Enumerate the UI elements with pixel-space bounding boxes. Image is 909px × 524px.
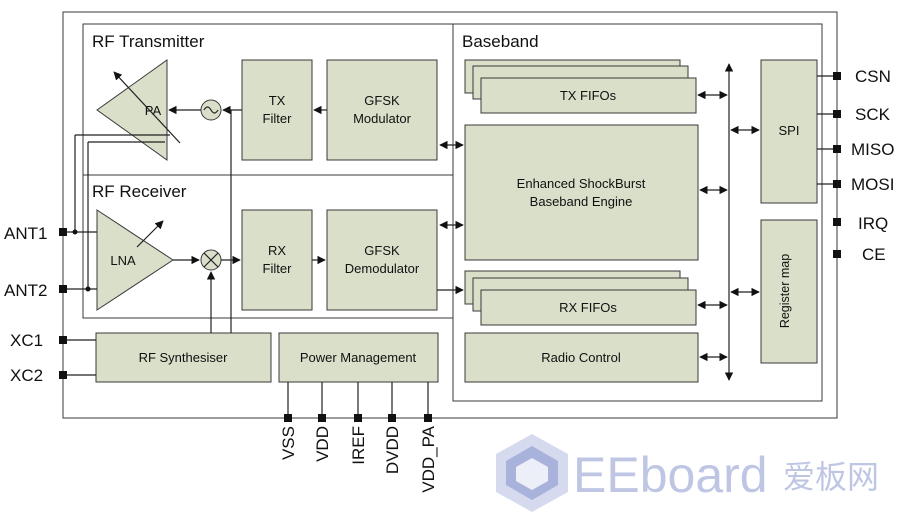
register-map-label: Register map: [778, 254, 792, 328]
pin-ant1: ANT1: [4, 224, 47, 243]
rx-fifos-block: [480, 289, 697, 326]
gfsk-demodulator-block: [326, 209, 438, 311]
lna-label: LNA: [110, 253, 136, 268]
rx-filter-block: [241, 209, 313, 311]
power-management-block: [278, 332, 439, 383]
tx-fifos-block: [480, 77, 697, 114]
pa-label: PA: [145, 103, 162, 118]
pin-markers: [59, 72, 841, 422]
chip-outline: [62, 11, 838, 419]
lna-adjust-arrow: [136, 220, 164, 248]
pin-iref: IREF: [349, 426, 368, 465]
spi-label: SPI: [779, 123, 800, 138]
rx-filter-label-1: RX: [268, 243, 286, 258]
lna-amplifier: [96, 209, 174, 311]
baseband-frame: [452, 23, 823, 402]
gfsk-modulator-label-2: Modulator: [353, 111, 411, 126]
gfsk-modulator-label-1: GFSK: [364, 93, 400, 108]
pin-sck: SCK: [855, 105, 891, 124]
spi-block: [760, 59, 818, 204]
pin-ce: CE: [862, 245, 886, 264]
multiply-icon: [203, 252, 219, 268]
engine-label-1: Enhanced ShockBurst: [517, 176, 646, 191]
pin-vdd-pa: VDD_PA: [419, 425, 438, 492]
oscillator-icon: [203, 106, 219, 114]
pin-mosi: MOSI: [851, 175, 894, 194]
pin-ant2: ANT2: [4, 281, 47, 300]
pa-adjust-arrow: [113, 71, 181, 144]
gfsk-demodulator-label-2: Demodulator: [345, 261, 420, 276]
gfsk-demodulator-label-1: GFSK: [364, 243, 400, 258]
rf-synthesiser-block: [95, 332, 272, 383]
engine-label-2: Baseband Engine: [530, 194, 633, 209]
tx-filter-label-1: TX: [269, 93, 286, 108]
shockburst-engine-block: [464, 124, 699, 261]
rf-transmitter-title: RF Transmitter: [92, 32, 205, 51]
pin-xc2: XC2: [10, 366, 43, 385]
tx-fifos-label: TX FIFOs: [560, 88, 617, 103]
rx-fifos-label: RX FIFOs: [559, 300, 617, 315]
radio-control-block: [464, 332, 699, 383]
pin-vdd: VDD: [313, 426, 332, 462]
rf-synthesiser-label: RF Synthesiser: [139, 350, 229, 365]
tx-filter-block: [241, 59, 313, 161]
power-management-label: Power Management: [300, 350, 417, 365]
pin-dvdd: DVDD: [383, 426, 402, 474]
tx-filter-label-2: Filter: [263, 111, 293, 126]
pin-irq: IRQ: [858, 214, 888, 233]
eeboard-logo-icon: [496, 434, 568, 512]
radio-control-label: Radio Control: [541, 350, 621, 365]
pin-csn: CSN: [855, 67, 891, 86]
watermark-brand: EEboard: [573, 447, 768, 503]
signal-wires: [63, 75, 837, 418]
rf-receiver-title: RF Receiver: [92, 182, 187, 201]
pin-vss: VSS: [279, 426, 298, 460]
baseband-title: Baseband: [462, 32, 539, 51]
register-map-block: [760, 219, 818, 364]
watermark-cn: 爱板网: [783, 458, 879, 496]
watermark: EEboard 爱板网: [496, 434, 879, 512]
pin-miso: MISO: [851, 140, 894, 159]
gfsk-modulator-block: [326, 59, 438, 161]
rx-filter-label-2: Filter: [263, 261, 293, 276]
pin-xc1: XC1: [10, 331, 43, 350]
